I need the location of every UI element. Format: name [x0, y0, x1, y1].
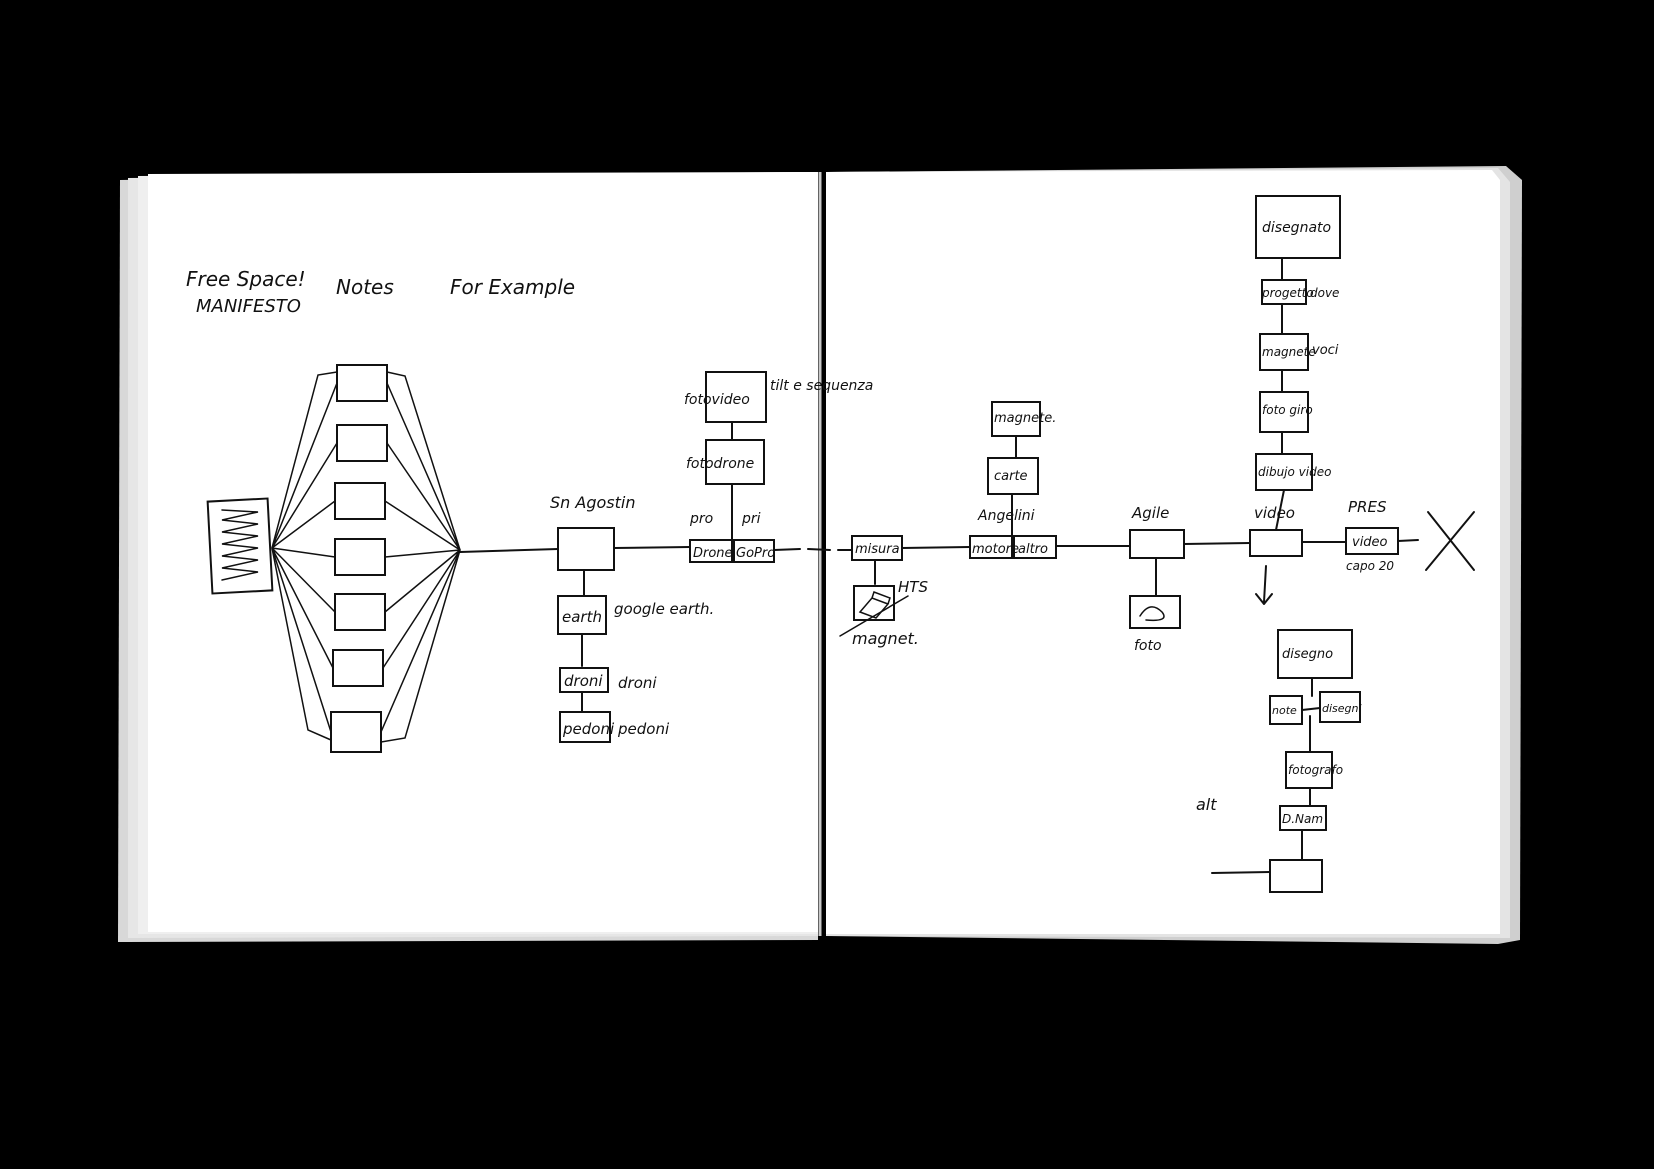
- capo-label: capo 20: [1346, 559, 1394, 573]
- video-pres-group: video PRES video capo 20: [1249, 498, 1475, 605]
- motore-label: motore: [972, 542, 1019, 557]
- header-for-example: For Example: [450, 275, 575, 299]
- agile-group: Agile foto: [1129, 504, 1251, 654]
- header-notes-word: Notes: [336, 275, 394, 299]
- hts-device-icon: [858, 591, 891, 619]
- voci-label: voci: [1312, 343, 1339, 358]
- right-page: [826, 170, 1500, 934]
- header-free-space: Free Space!: [186, 267, 306, 291]
- progetto-box: [1261, 279, 1307, 305]
- pres-label: PRES: [1348, 498, 1387, 516]
- sant-agostino-box: [557, 527, 615, 571]
- motore-box: [969, 535, 1013, 559]
- magnete-column-label: magnete: [1262, 345, 1316, 359]
- disegni-label: disegni: [1322, 702, 1362, 715]
- angelini-group: magnete. carte Angelini motore altro: [969, 401, 1131, 559]
- fotodrone-box: [705, 439, 765, 485]
- pro-label: pro: [689, 511, 713, 527]
- disegno-box: [1277, 629, 1353, 679]
- header-manifesto: MANIFESTO: [196, 296, 301, 317]
- drone-gopro-group: fotovideo tilt e sequenza fotodrone pro …: [684, 371, 873, 563]
- dotted-link-across-spine: [773, 548, 853, 551]
- angelini-label: Angelini: [977, 508, 1035, 524]
- fan-to-santagostino-line: [459, 548, 559, 553]
- pedoni-box: [559, 711, 611, 743]
- misura-label: misura: [855, 542, 900, 557]
- disegni-box: [1319, 691, 1361, 723]
- foto-box: [1129, 595, 1181, 629]
- end-cross-mark: [1425, 511, 1475, 571]
- video-top-label: video: [1254, 504, 1295, 522]
- pedoni-box-label: pedoni: [562, 720, 615, 738]
- video-column-bottom: disegno note disegni fotografo D.Nam alt: [1196, 629, 1362, 893]
- drone-label: Drone: [693, 546, 733, 561]
- droni-box: [559, 667, 609, 693]
- manifesto-scribble: [221, 509, 259, 581]
- fotogiro-label: foto giro: [1262, 403, 1313, 417]
- disegnato-box: [1255, 195, 1341, 259]
- label-sant-agostino: Sn Agostin: [550, 493, 635, 512]
- note-label: note: [1272, 704, 1297, 717]
- drone-box: [689, 539, 733, 563]
- magnete-column-box: [1259, 333, 1309, 371]
- fotovideo-label: fotovideo: [684, 392, 750, 408]
- manifesto-fan: [206, 364, 559, 753]
- agile-label: Agile: [1131, 504, 1169, 522]
- hts-label: HTS: [898, 578, 928, 596]
- misura-group: misura HTS magnet.: [839, 535, 971, 648]
- earth-box-label: earth: [562, 608, 602, 626]
- fotovideo-note: tilt e sequenza: [770, 378, 873, 394]
- magnete-top-label: magnete.: [994, 411, 1056, 426]
- fotografo-label: fotografo: [1288, 763, 1343, 777]
- magnet-label: magnet.: [852, 629, 919, 648]
- dibujo-label: dibujo video: [1258, 465, 1331, 479]
- fotogiro-box: [1259, 391, 1309, 433]
- header-notes: Free Space! MANIFESTO Notes For Example: [186, 267, 575, 317]
- altro-label: altro: [1018, 542, 1048, 557]
- gopro-box: [733, 539, 775, 563]
- droni-label: droni: [618, 674, 657, 692]
- final-empty-box: [1269, 859, 1323, 893]
- hts-device-box: [853, 585, 895, 621]
- fotovideo-box: [705, 371, 767, 423]
- pedoni-label: pedoni: [617, 720, 670, 738]
- foto-box-scribble: [1139, 606, 1165, 622]
- dinamo-label: D.Nam: [1282, 812, 1323, 826]
- disegno-label: disegno: [1282, 647, 1333, 662]
- pri-label: pri: [741, 511, 761, 527]
- down-arrow: [1255, 565, 1273, 605]
- fotodrone-label: fotodrone: [686, 456, 754, 472]
- foto-label: foto: [1134, 638, 1162, 654]
- gopro-label: GoPro: [736, 546, 775, 561]
- pres-video-label: video: [1352, 535, 1388, 550]
- droni-box-label: droni: [564, 672, 603, 690]
- manifesto-sheet: [206, 497, 274, 595]
- sant-agostino-group: Sn Agostin earth google earth. droni dro…: [550, 493, 714, 743]
- alt-label: alt: [1196, 795, 1217, 814]
- dove-label: dove: [1310, 286, 1339, 300]
- progetto-label: progetto: [1261, 286, 1314, 300]
- carte-label: carte: [994, 469, 1028, 484]
- disegnato-label: disegnato: [1262, 220, 1331, 236]
- video-column-top: disegnato progetto dove magnete voci fot…: [1255, 195, 1341, 531]
- google-earth-label: google earth.: [614, 600, 714, 618]
